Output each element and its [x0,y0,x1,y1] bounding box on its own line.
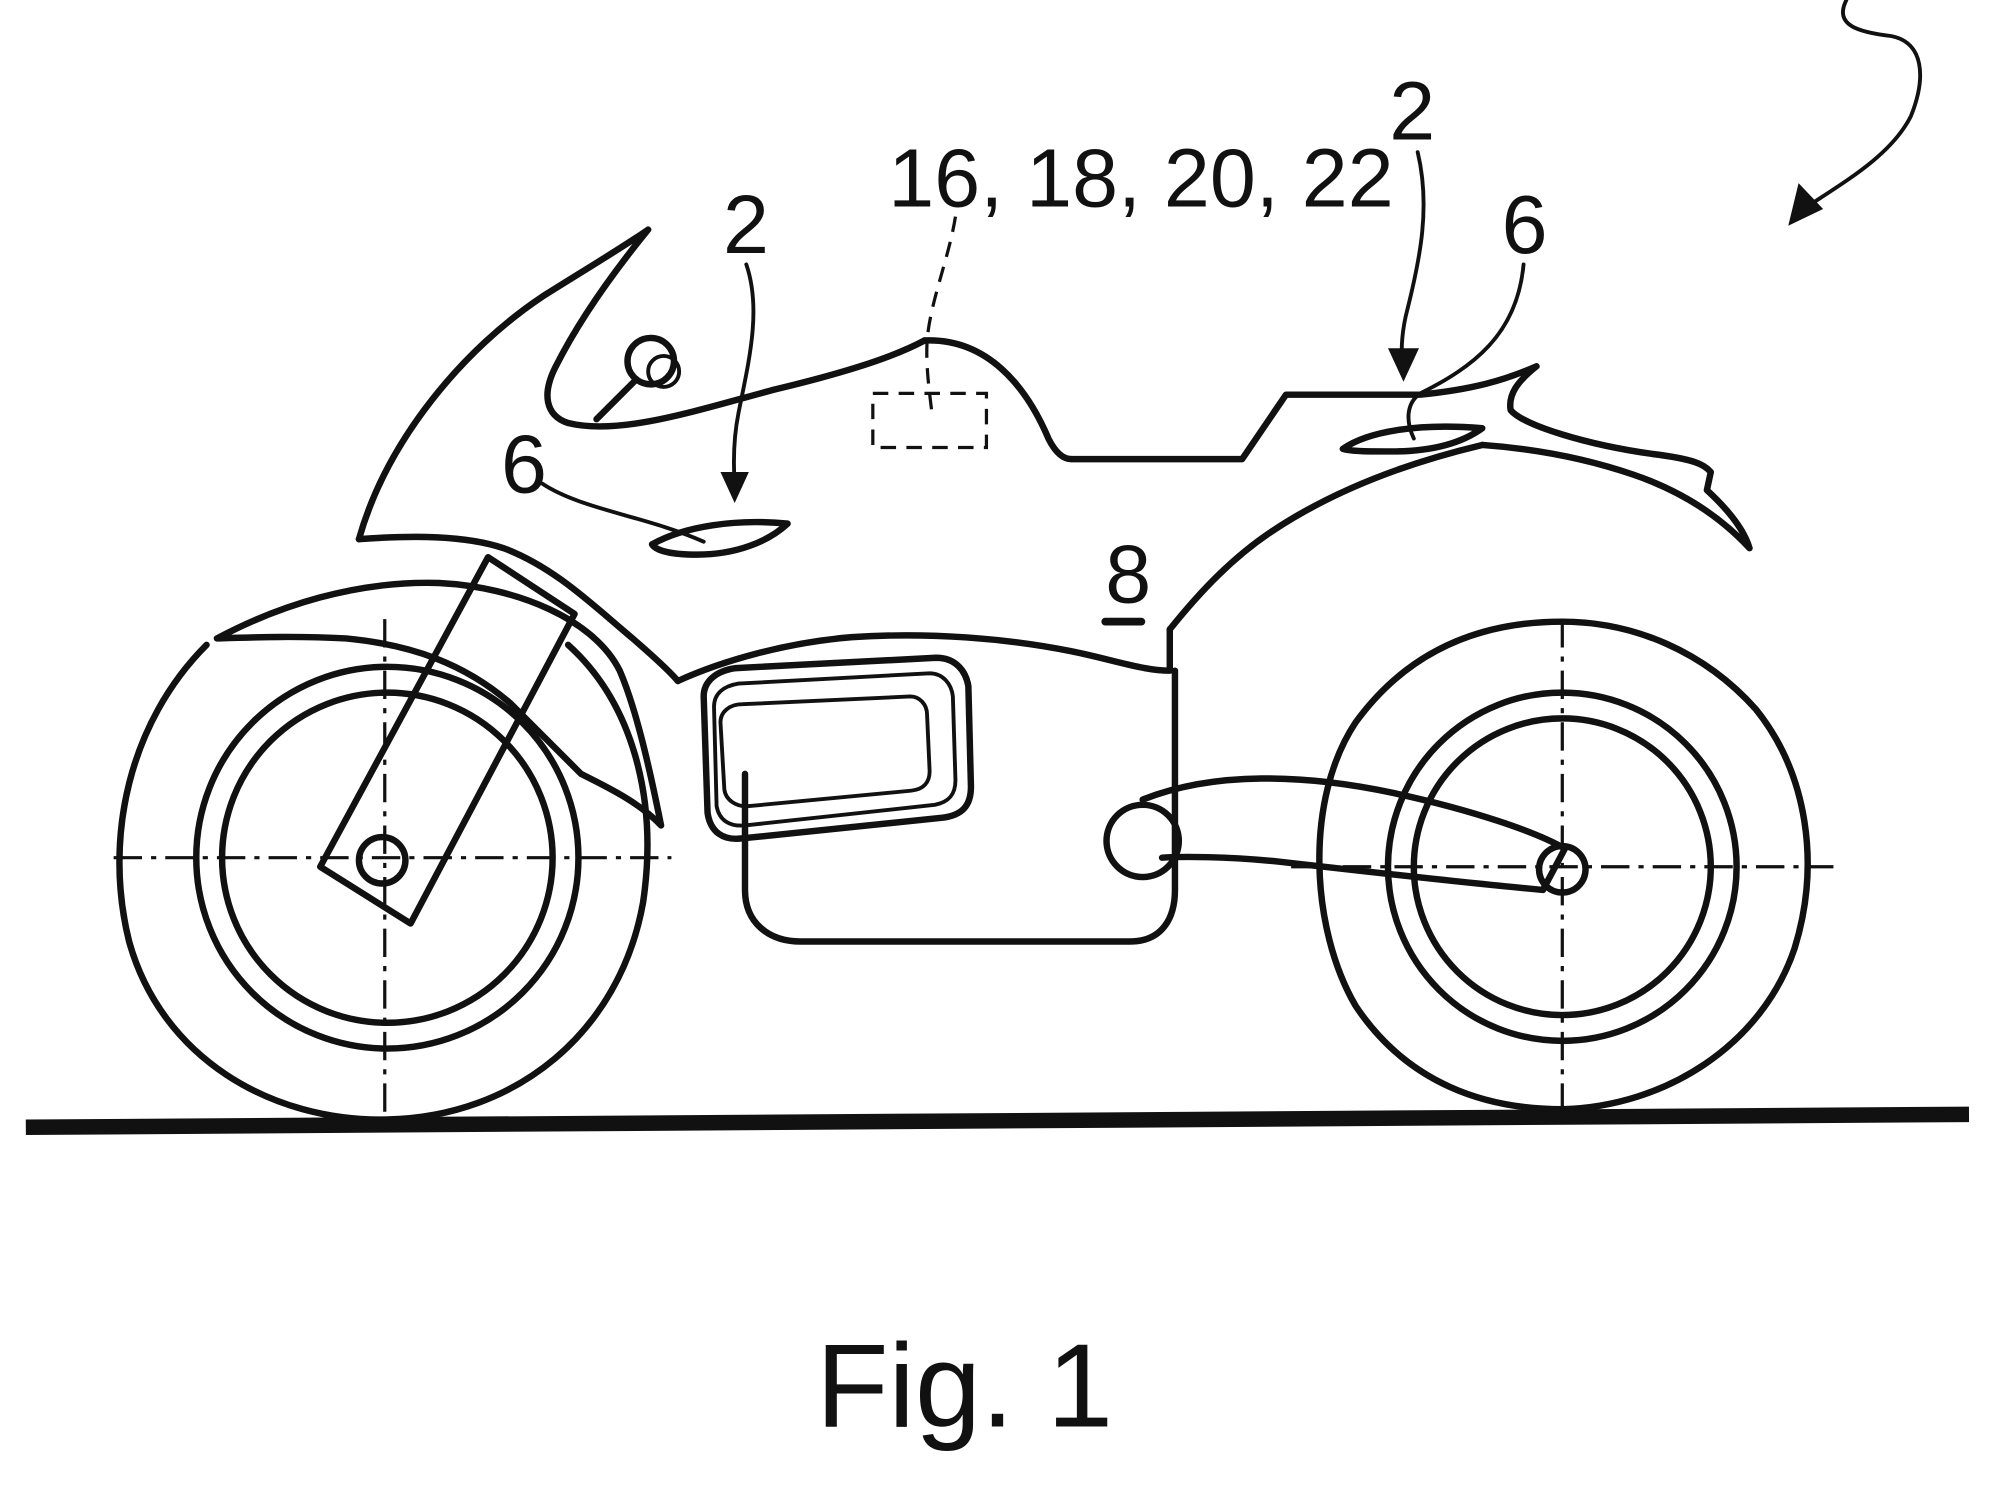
engine-block [741,667,1179,945]
mirror [593,334,682,423]
left-recess-element [648,518,791,558]
system-arrowhead [1788,183,1824,226]
fork-tube [316,553,578,927]
rear-tail-section [1166,441,1486,633]
front-fairing-windscreen [355,226,928,543]
front-wheel [113,619,672,1135]
mirror-stalk-ring [646,354,682,389]
side-box-inner [718,694,932,809]
front-tire-outer [116,641,651,1123]
label-left-6: 6 [501,419,547,511]
side-box-mid [712,671,958,828]
swingarm-body [1139,775,1569,894]
left-6-leader [540,481,706,544]
right-2-arrowhead [1387,348,1419,382]
front-fork [316,553,578,927]
rear-wheel [1291,618,1834,1116]
ground-line [25,1106,1970,1135]
tank-and-seat-outline [921,337,1753,552]
side-box-outer [700,654,975,842]
mirror-stalk [593,377,639,423]
left-2-arrowhead [720,472,749,504]
label-left-2: 2 [723,179,769,271]
right-2-leader [1399,150,1426,364]
figure-caption: Fig. 1 [816,1321,1113,1453]
label-vehicle-8: 8 [1105,528,1151,620]
right-6-leader [1406,262,1526,441]
label-right-2: 2 [1389,65,1435,157]
sensor-group-leader [925,216,958,416]
swingarm-pivot [1103,801,1183,881]
left-2-leader [732,262,756,486]
hidden-component-box [871,391,989,450]
front-axle [355,833,409,887]
system-leader-curve [1805,0,1923,209]
swingarm [1103,775,1589,896]
fairing-lower-edge [355,533,682,685]
frame-upper-line [674,626,1174,685]
right-recess-element [1339,423,1486,455]
label-sensor-group: 16, 18, 20, 22 [888,132,1393,224]
rear-axle [1535,842,1589,896]
front-fender [213,579,665,829]
label-right-6: 6 [1502,179,1548,271]
side-box [700,654,975,842]
